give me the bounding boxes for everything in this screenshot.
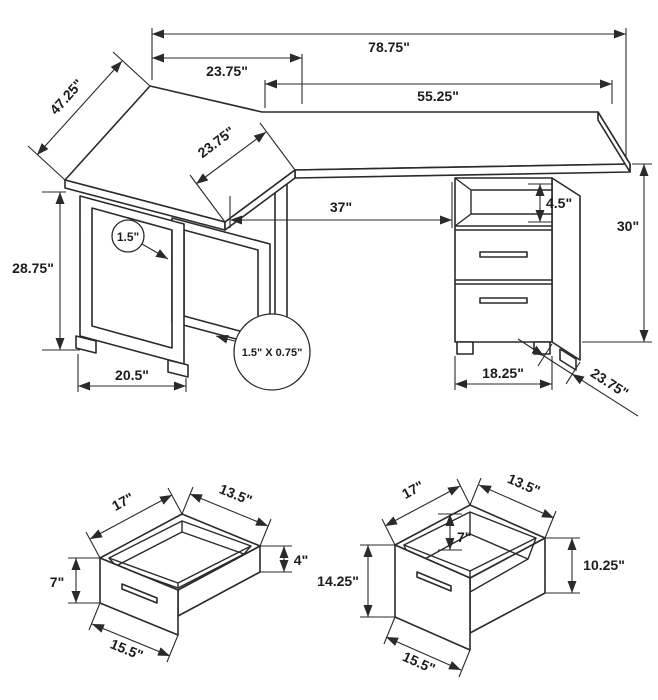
- dim-file-side-height: 10.25": [545, 537, 625, 594]
- dim-file-front-height: 14.25": [317, 544, 395, 618]
- dim-left-top-width: 23.75": [152, 53, 303, 104]
- dim-knee-space: 37": [229, 182, 453, 228]
- desk-drawing: 78.75" 23.75" 55.25" 47.25" 23.75" 37": [12, 28, 652, 417]
- dim-file-top-depth-label: 13.5": [505, 470, 542, 498]
- dim-small-side-height-label: 4": [294, 552, 308, 568]
- dim-small-top-depth-label: 13.5": [217, 481, 254, 509]
- dim-small-bottom-width-label: 15.5": [108, 636, 145, 664]
- small-drawer-handle: [121, 583, 158, 604]
- dim-knee-space-label: 37": [330, 199, 352, 215]
- dim-file-top-width-label: 17": [399, 477, 426, 502]
- callout-tube-size-label: 1.5" X 0.75": [242, 347, 303, 359]
- callout-tube-size: 1.5" X 0.75": [215, 313, 311, 391]
- desk-front-leg-frame: [75, 195, 189, 378]
- dim-right-top-width: 55.25": [264, 79, 613, 108]
- dim-file-side-height-label: 10.25": [583, 557, 625, 573]
- dim-file-front-height-label: 14.25": [317, 573, 359, 589]
- dim-shelf-gap: 4.5": [528, 183, 572, 223]
- dim-left-height-label: 28.75": [12, 260, 54, 276]
- callout-tube-diameter: 1.5": [111, 219, 169, 260]
- dim-right-side-depth-label: 23.75": [588, 365, 632, 401]
- callout-tube-diameter-label: 1.5": [117, 230, 139, 244]
- pedestal-drawer-handle-top: [479, 251, 528, 258]
- dim-cabinet-width: 18.25": [454, 356, 553, 390]
- dim-right-top-width-label: 55.25": [417, 88, 459, 104]
- dim-left-top-width-label: 23.75": [206, 63, 248, 79]
- dim-overall-width: 78.75": [151, 28, 627, 158]
- dim-shelf-gap-label: 4.5": [546, 195, 572, 211]
- pedestal-drawer-handle-bottom: [479, 297, 528, 304]
- dim-file-inner-height-label: 7": [457, 529, 471, 545]
- dim-left-base-width-label: 20.5": [115, 367, 149, 383]
- dim-left-height: 28.75": [12, 191, 80, 351]
- small-drawer-drawing: 17" 13.5" 7" 4" 15.5": [50, 481, 308, 664]
- file-drawer-drawing: 17" 13.5" 7" 14.25" 10.25" 15.5": [317, 470, 625, 678]
- dim-file-bottom-width-label: 15.5": [400, 648, 437, 676]
- dim-small-side-height: 4": [260, 545, 308, 573]
- dim-left-base-width: 20.5": [77, 354, 187, 392]
- desk-pedestal: [454, 177, 581, 371]
- dim-small-front-height: 7": [50, 557, 100, 604]
- dim-small-top-width-label: 17": [109, 489, 136, 514]
- dim-cabinet-width-label: 18.25": [482, 365, 524, 381]
- dim-small-front-height-label: 7": [50, 574, 64, 590]
- dim-right-height-label: 30": [617, 218, 639, 234]
- desk-top-surface: [64, 85, 631, 231]
- file-drawer-handle: [416, 571, 452, 592]
- dim-left-side-depth-label: 47.25": [46, 76, 86, 118]
- dim-file-inner-height: 7": [438, 513, 471, 551]
- dim-overall-width-label: 78.75": [368, 39, 410, 55]
- dim-right-height: 30": [582, 163, 652, 343]
